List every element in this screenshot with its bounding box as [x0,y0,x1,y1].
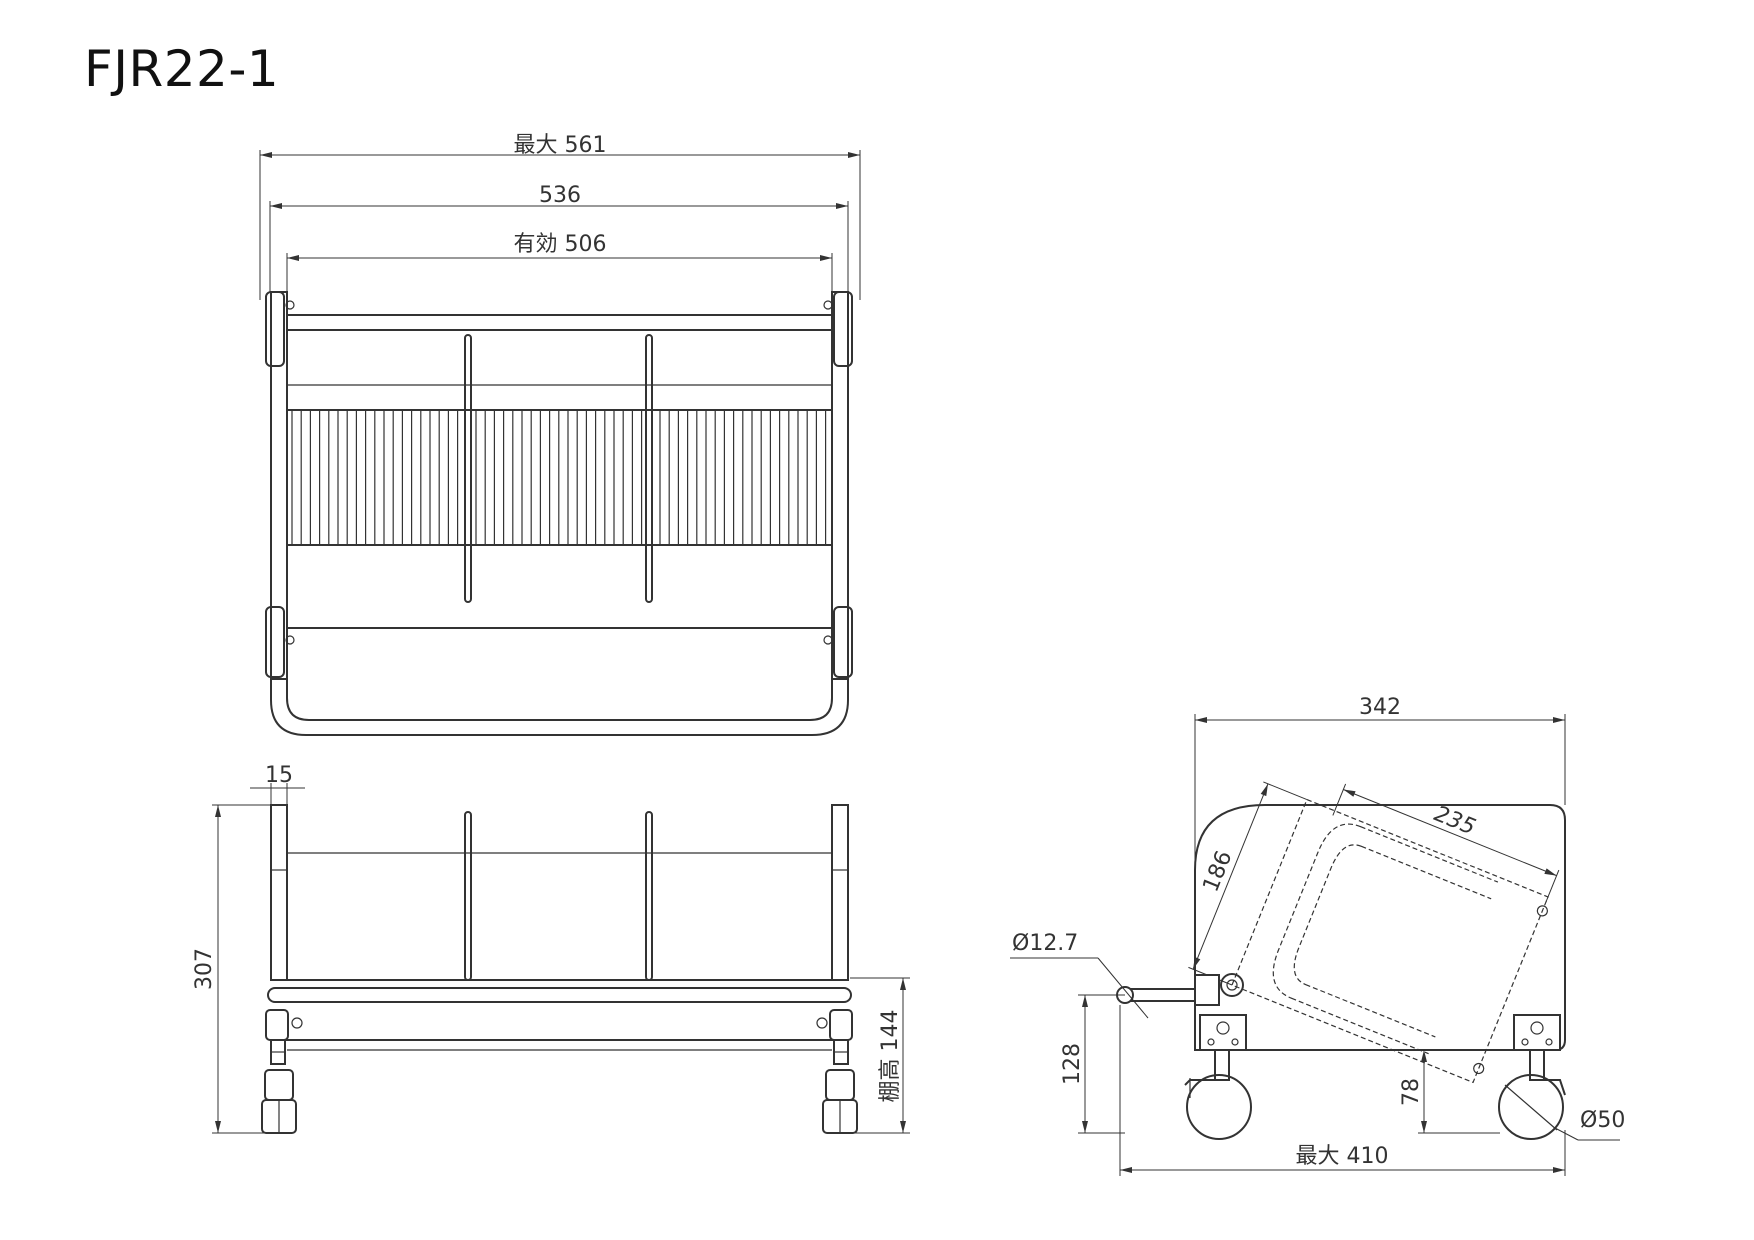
top-view: 最大 561 536 有効 506 [259,133,861,736]
dim-effective-width-label: 有効 506 [514,232,607,257]
dim-max-depth-label: 最大 410 [1296,1144,1389,1169]
dim-shelf-height-label: 棚高 144 [878,1010,903,1103]
dim-caster-diameter: Ø50 [1554,1108,1625,1141]
divider-left [464,334,472,603]
side-panel [1194,804,1566,1051]
caster-wheel-front [1184,1049,1252,1140]
dim-tray-depth: 235 [1332,783,1560,902]
dim-handle-height: 128 [1060,994,1125,1134]
side-handle [1116,974,1220,1006]
caster-plate-rear [1513,1014,1561,1051]
dim-frame-thickness-label: 15 [265,763,293,788]
dim-tray-height-label: 186 [1199,847,1238,895]
dim-handle-diameter: Ø12.7 [1010,931,1149,1019]
drawing-title: FJR22-1 [84,40,280,98]
dim-depth: 342 [1194,695,1566,985]
front-handle-bar [267,987,852,1003]
dim-base-height: 78 [1399,1050,1500,1134]
slotted-tray-bottom [291,410,827,545]
dim-depth-label: 342 [1359,695,1401,720]
dim-caster-diameter-label: Ø50 [1580,1108,1625,1133]
hinge-knob [1220,973,1244,997]
dim-frame-thickness: 15 [250,763,305,805]
dim-handle-height-label: 128 [1060,1043,1085,1085]
caster-wheel-rear [1498,1049,1566,1140]
dim-handle-diameter-label: Ø12.7 [1012,931,1078,956]
dim-max-width: 最大 561 [259,133,861,300]
dim-max-depth: 最大 410 [1119,1005,1566,1176]
caster-right [822,1069,858,1134]
dim-total-height-label: 307 [192,948,217,990]
dim-total-height: 307 [192,804,280,1134]
handle-loop [270,670,849,736]
side-view: 342 186 [1010,695,1625,1176]
dim-shelf-height: 棚高 144 [850,977,910,1134]
dim-width: 536 [269,183,849,300]
dim-base-height-label: 78 [1399,1078,1424,1106]
divider-right [645,334,653,603]
dim-effective-width: 有効 506 [286,232,833,310]
caster-plate-front [1199,1014,1247,1051]
caster-left [261,1069,297,1134]
dim-max-width-label: 最大 561 [514,133,607,158]
dim-width-label: 536 [539,183,581,208]
front-elevation: 15 307 棚高 144 [192,763,910,1134]
